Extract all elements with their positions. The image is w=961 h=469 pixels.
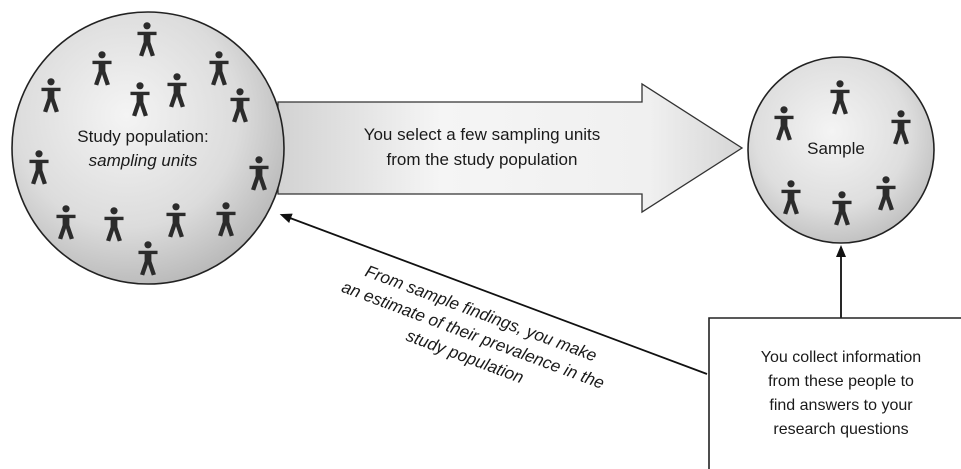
select-arrow <box>277 82 744 214</box>
collect-info-line-2: from these people to <box>768 373 914 390</box>
collect-info-line-3: find answers to your <box>769 397 913 414</box>
estimate-note: From sample findings, you make an estima… <box>339 262 607 393</box>
population-label: Study population: <box>77 127 208 146</box>
select-arrow-line-2: from the study population <box>387 150 578 169</box>
collect-info-line-1: You collect information <box>761 349 921 366</box>
collect-info-line-4: research questions <box>773 421 908 438</box>
estimate-arrow <box>279 213 708 375</box>
population-sublabel: sampling units <box>89 151 198 170</box>
select-arrow-line-1: You select a few sampling units <box>364 125 601 144</box>
sample-label: Sample <box>807 139 865 158</box>
